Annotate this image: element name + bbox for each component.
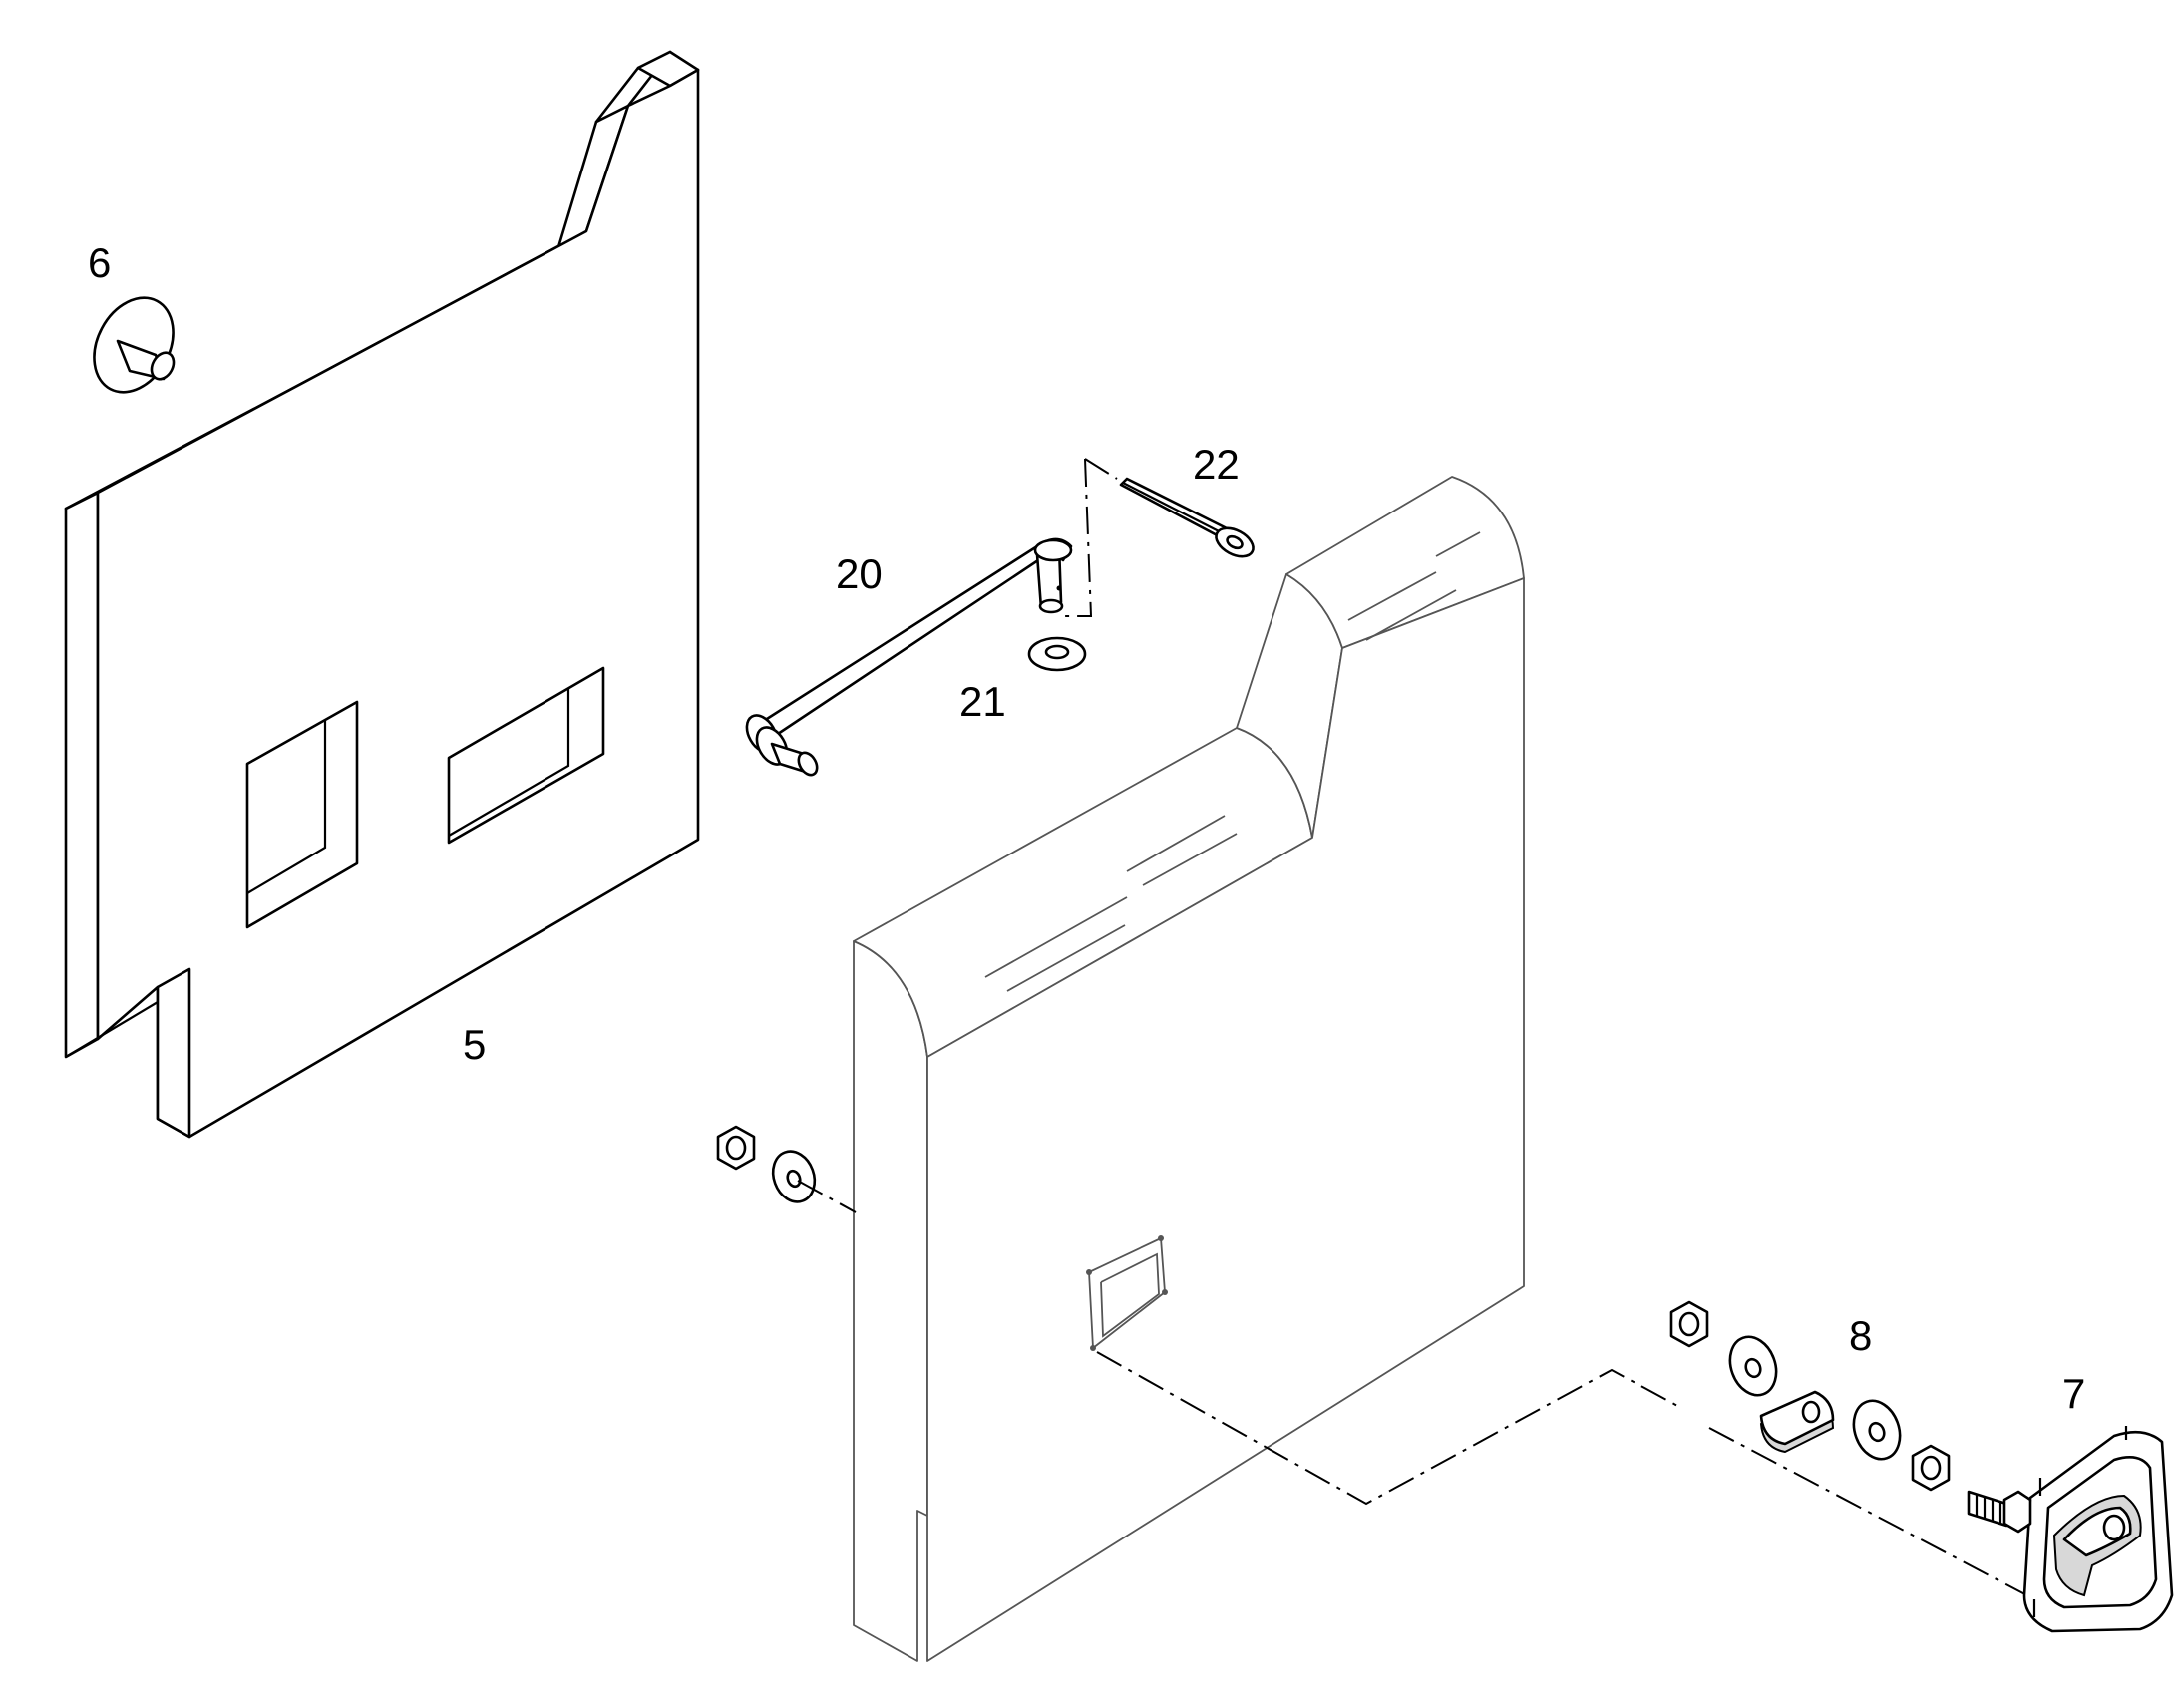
washer-left xyxy=(771,1150,817,1203)
part-6-flanged-pin xyxy=(93,296,176,394)
callout-20: 20 xyxy=(836,550,883,597)
part-21-washer xyxy=(1027,636,1087,672)
callout-5: 5 xyxy=(463,1021,486,1068)
assembly-line-pin-top xyxy=(1084,458,1118,480)
part-5-back-panel xyxy=(64,50,700,1139)
callout-22: 22 xyxy=(1193,441,1240,488)
assembly-line-pin xyxy=(1065,458,1093,617)
callout-7: 7 xyxy=(2062,1370,2085,1417)
part-8-cam-lever xyxy=(1759,1390,1835,1454)
assembly-line-left xyxy=(797,1180,857,1213)
front-cover-housing xyxy=(853,476,1525,1662)
callout-21: 21 xyxy=(959,678,1006,725)
hex-nut-left xyxy=(716,1125,756,1171)
callout-6: 6 xyxy=(88,239,111,286)
hex-nut-right-1 xyxy=(1669,1300,1709,1348)
callout-8: 8 xyxy=(1849,1312,1872,1359)
part-20-cranked-rod xyxy=(745,537,1073,777)
washer-right-1 xyxy=(1728,1335,1778,1397)
hex-nut-right-2 xyxy=(1911,1444,1951,1492)
washer-right-2 xyxy=(1852,1399,1902,1461)
part-7-flush-latch xyxy=(1967,1426,2174,1633)
assembly-line-latch-2 xyxy=(1708,1427,2035,1600)
assembly-line-latch xyxy=(1096,1351,1682,1506)
part-22-split-pin xyxy=(1119,477,1255,558)
